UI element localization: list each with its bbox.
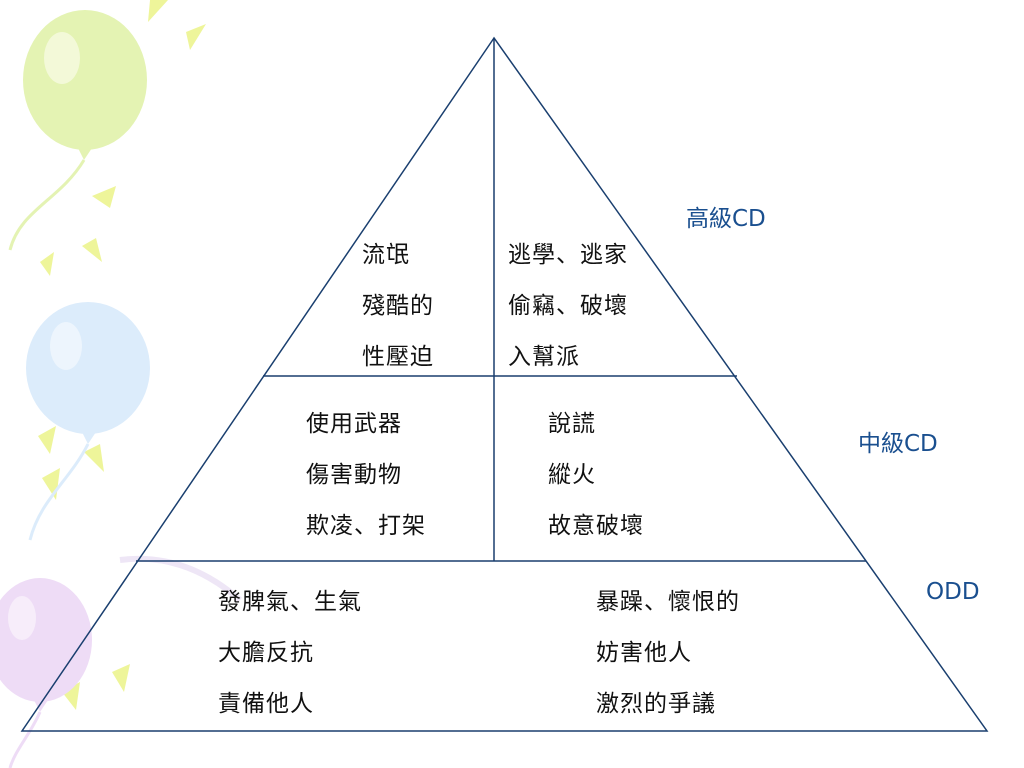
list-item: 入幫派 [508,344,580,370]
list-item: 故意破壞 [548,513,644,539]
list-item: 說謊 [548,411,596,437]
odd-right-list: 暴躁、懷恨的 妨害他人 激烈的爭議 [596,577,740,730]
pyramid-outline [20,36,989,732]
label-odd: ODD [926,579,980,605]
mid-cd-left-list: 使用武器 傷害動物 欺凌、打架 [306,399,426,552]
blue-balloon-icon [26,302,150,541]
list-item: 大膽反抗 [218,640,314,666]
list-item: 責備他人 [218,691,314,717]
ribbon-decoration [119,555,242,603]
list-item: 流氓 [362,242,410,268]
list-item: 激烈的爭議 [596,691,716,717]
odd-left-list: 發脾氣、生氣 大膽反抗 責備他人 [218,577,362,730]
list-item: 逃學、逃家 [508,242,628,268]
list-item: 殘酷的 [362,293,434,319]
list-item: 傷害動物 [306,462,402,488]
list-item: 欺凌、打架 [306,513,426,539]
high-cd-right-list: 逃學、逃家 偷竊、破壞 入幫派 [508,230,628,383]
list-item: 偷竊、破壞 [508,293,628,319]
high-cd-left-list: 流氓 殘酷的 性壓迫 [362,230,434,383]
mid-cd-right-list: 說謊 縱火 故意破壞 [548,399,644,552]
green-balloon-icon [8,10,147,251]
sun-rays [38,0,206,710]
label-mid-cd: 中級CD [858,431,938,457]
list-item: 性壓迫 [362,344,434,370]
purple-balloon-icon [0,578,92,768]
list-item: 妨害他人 [596,640,692,666]
list-item: 縱火 [548,462,596,488]
list-item: 發脾氣、生氣 [218,589,362,615]
list-item: 暴躁、懷恨的 [596,589,740,615]
label-high-cd: 高級CD [686,206,766,232]
list-item: 使用武器 [306,411,402,437]
